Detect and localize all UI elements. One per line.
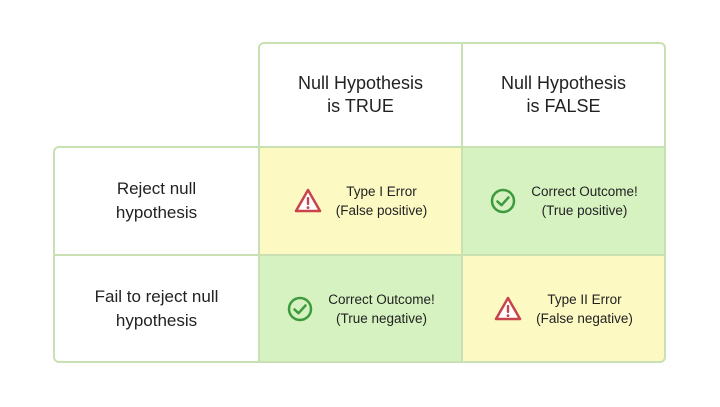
check-circle-icon: [286, 295, 314, 323]
outcome-text: Correct Outcome! (True negative): [328, 291, 435, 326]
column-header-label: Null Hypothesis is TRUE: [297, 73, 424, 116]
outcome-true-negative: Correct Outcome! (True negative): [258, 254, 463, 363]
outcome-type-i-error: Type I Error (False positive): [258, 146, 463, 256]
column-header-label: Null Hypothesis is FALSE: [500, 73, 627, 116]
row-header-reject-null: Reject null hypothesis: [53, 146, 260, 256]
row-header-label: Fail to reject null hypothesis: [94, 286, 219, 330]
outcome-type-ii-error: Type II Error (False negative): [461, 254, 666, 363]
row-header-label: Reject null hypothesis: [115, 179, 198, 222]
warning-icon: [294, 187, 322, 215]
column-header-null-true: Null Hypothesis is TRUE: [258, 42, 463, 148]
column-header-null-false: Null Hypothesis is FALSE: [461, 42, 666, 148]
outcome-text: Correct Outcome! (True positive): [531, 184, 638, 218]
warning-icon: [494, 295, 522, 323]
outcome-text: Type II Error (False negative): [536, 291, 633, 326]
outcome-text: Type I Error (False positive): [335, 184, 428, 218]
row-header-fail-to-reject-null: Fail to reject null hypothesis: [53, 254, 260, 363]
check-circle-icon: [489, 187, 517, 215]
outcome-true-positive: Correct Outcome! (True positive): [461, 146, 666, 256]
